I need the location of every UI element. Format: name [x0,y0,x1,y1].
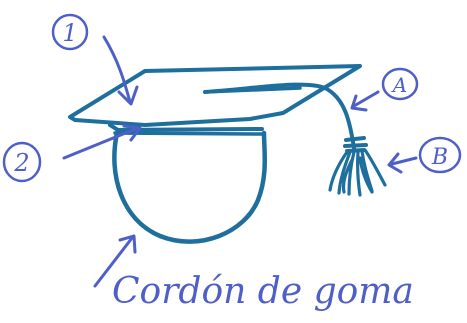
label-a-arrowhead [350,94,368,112]
tassel-string [203,82,356,150]
caption-callout: Cordón de goma [93,234,414,312]
annotation-labels: 1 2 A B [2,13,462,312]
label-a-arrow [352,90,380,108]
tassel-strands [328,148,387,197]
label-a-text: A [391,73,407,97]
label-b-text: B [431,145,448,170]
label-1-arrowhead [117,85,139,106]
label-2-text: 2 [13,149,29,177]
label-b-circle [418,136,462,174]
label-b-arrow [390,156,418,166]
label-1-circle [51,13,89,51]
label-2-arrow [62,126,140,160]
label-1-text: 1 [62,19,77,47]
label-b-callout: B [387,136,462,174]
tassel-knot [343,136,368,153]
mortarboard-bottom-edge [108,123,264,132]
label-a-circle [381,67,419,101]
mortarboard-top [68,64,362,127]
label-2-arrowhead [122,124,142,142]
caption-arrowhead [118,234,137,254]
label-b-arrowhead [387,152,403,174]
label-1-arrow [102,35,132,104]
label-2-callout: 2 [2,124,142,183]
graduation-cap-drawing [68,64,387,244]
label-a-callout: A [350,67,419,112]
label-1-callout: 1 [51,13,139,106]
mortarboard-underside [113,131,264,136]
cap-band-loop [112,130,268,244]
caption-arrow [93,236,134,288]
label-2-circle [2,141,42,183]
caption-text: Cordón de goma [112,271,414,312]
